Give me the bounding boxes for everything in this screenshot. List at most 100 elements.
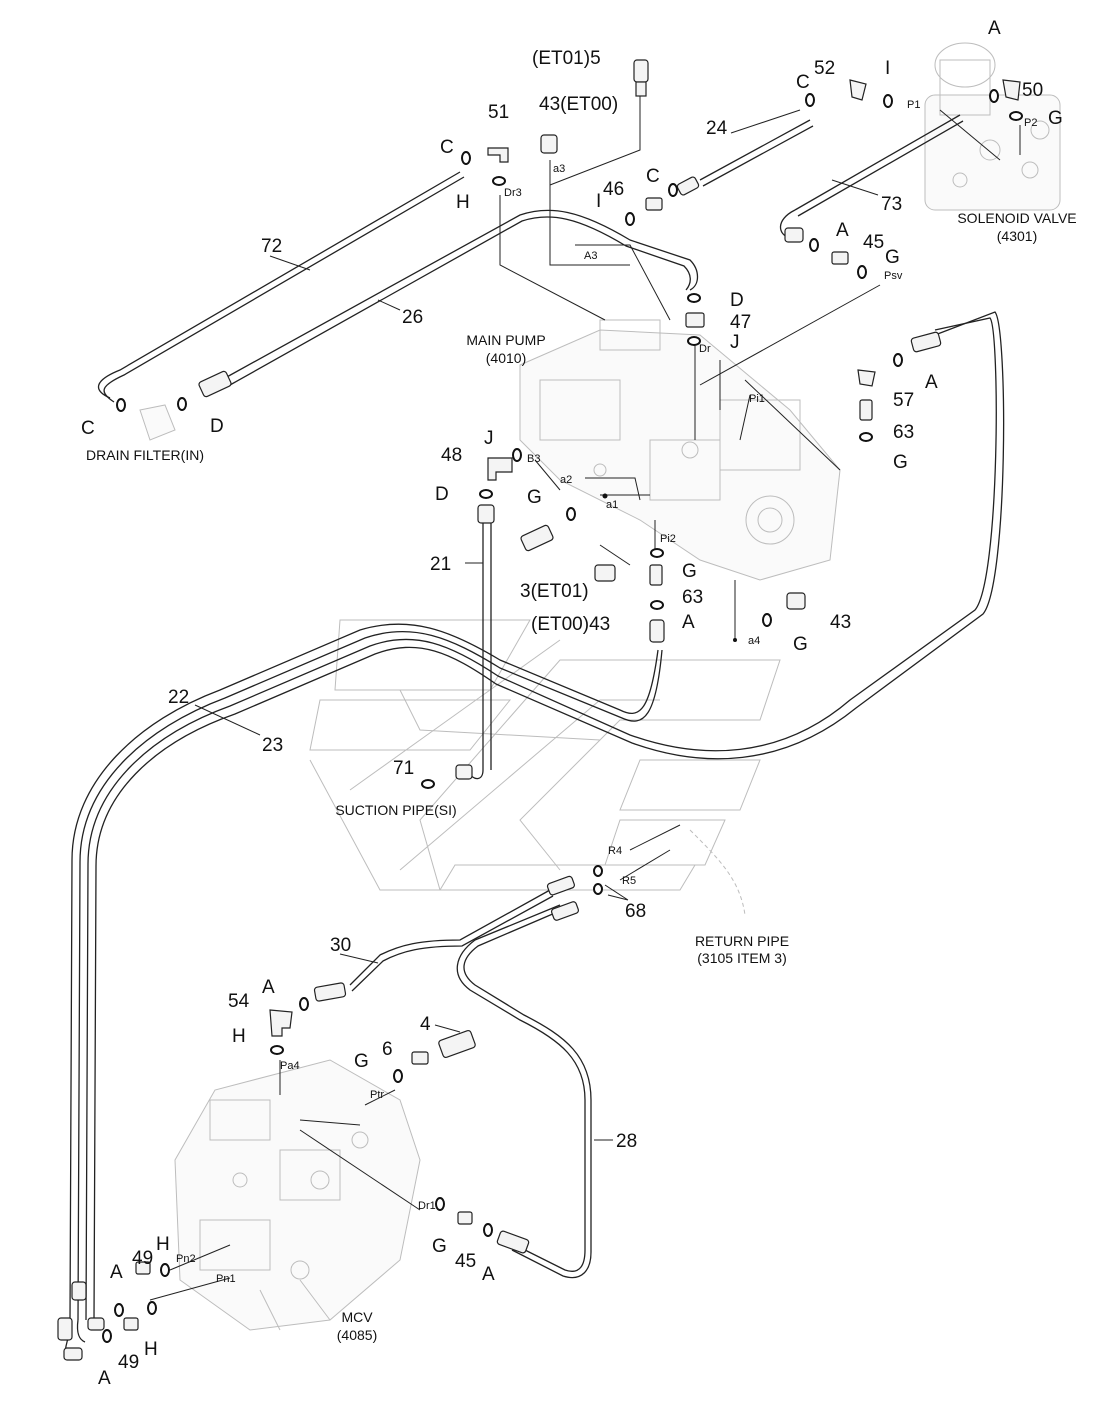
port-pi2: Pi2 [660, 533, 676, 545]
port-a4: a4 [748, 635, 760, 647]
port-pi1: Pi1 [749, 393, 765, 405]
port-pa4: Pa4 [280, 1060, 300, 1072]
leader-lines [149, 95, 1021, 1301]
callout-leaders [194, 109, 879, 1141]
port-a1: a1 [606, 499, 618, 511]
letter-a-4: A [682, 612, 695, 633]
letter-i-1: I [885, 58, 890, 79]
callout-63-mid: 63 [682, 587, 703, 608]
letter-a-6: A [482, 1264, 495, 1285]
oring-g-63 [859, 432, 873, 442]
letter-c-3: C [646, 166, 660, 187]
callout-72: 72 [261, 236, 282, 257]
letter-h-1: H [456, 192, 470, 213]
drain-filter-label: DRAIN FILTER(IN) [86, 447, 204, 463]
port-A3: A3 [584, 250, 597, 262]
oring-r4 [593, 865, 603, 877]
letter-g-5: G [682, 561, 697, 582]
callout-26: 26 [402, 307, 423, 328]
letter-a-5: A [262, 977, 275, 998]
callout-et01-5: (ET01)5 [532, 48, 601, 69]
hoses [64, 114, 1005, 1356]
mcv-code: (4085) [337, 1327, 377, 1343]
oring-h-pn1 [147, 1301, 157, 1315]
callout-3-et01: 3(ET01) [520, 581, 589, 602]
oring-c-24 [668, 183, 678, 197]
callout-47: 47 [730, 312, 751, 333]
solenoid-valve-body [924, 42, 1061, 211]
o-rings [102, 89, 1023, 1343]
oring-h-pn2 [160, 1263, 170, 1277]
port-dr: Dr [699, 343, 711, 355]
oring-dr1 [435, 1197, 445, 1211]
callout-52: 52 [814, 58, 835, 79]
frame-structure [309, 619, 781, 916]
oring-a-49 [114, 1303, 124, 1317]
callout-43-et00: 43(ET00) [539, 94, 618, 115]
solenoid-valve-code: (4301) [997, 228, 1037, 244]
callout-49-bottom: 49 [118, 1352, 139, 1373]
oring-71 [421, 779, 435, 789]
callout-46: 46 [603, 179, 624, 200]
letter-a-3: A [925, 372, 938, 393]
oring-a-73 [809, 238, 819, 252]
fittings [57, 59, 1021, 1361]
part-callouts: (ET01)5 43(ET00) 51 52 50 24 46 45 73 72… [81, 18, 1063, 1389]
drain-filter-body [139, 404, 176, 441]
suction-pipe-label: SUCTION PIPE(SI) [335, 802, 456, 818]
callout-et00-43: (ET00)43 [531, 614, 610, 635]
oring-c-52 [805, 93, 815, 107]
letter-g-2: G [885, 247, 900, 268]
oring-j-b3 [512, 448, 522, 462]
port-a3-lower: a3 [553, 163, 565, 175]
letter-i-2: I [596, 191, 601, 212]
letter-g-8: G [432, 1236, 447, 1257]
port-pn2: Pn2 [176, 1253, 196, 1265]
port-a2: a2 [560, 474, 572, 486]
oring-r5 [593, 883, 603, 895]
callout-28: 28 [616, 1131, 637, 1152]
oring-a-50 [989, 89, 999, 103]
callout-4: 4 [420, 1014, 431, 1035]
callout-54: 54 [228, 991, 250, 1012]
oring-g-ptr [393, 1069, 403, 1083]
main-pump-code: (4010) [486, 350, 526, 366]
oring-d-drain [177, 397, 187, 411]
letter-a-1: A [988, 18, 1001, 39]
oring-a-30 [299, 997, 309, 1011]
letter-g-4: G [527, 487, 542, 508]
callout-51: 51 [488, 102, 509, 123]
callout-23: 23 [262, 735, 283, 756]
letter-h-3: H [156, 1234, 170, 1255]
letter-c-4: C [81, 418, 95, 439]
letter-d-2: D [210, 416, 224, 437]
callout-21: 21 [430, 554, 451, 575]
letter-j-2: J [484, 428, 494, 449]
letter-h-4: H [144, 1339, 158, 1360]
port-pn1: Pn1 [216, 1273, 236, 1285]
callout-45-lower: 45 [455, 1251, 476, 1272]
letter-a-7: A [110, 1262, 123, 1283]
letter-j-1: J [730, 332, 740, 353]
callout-68: 68 [625, 901, 646, 922]
oring-i-46 [625, 212, 635, 226]
oring-h-pa4 [270, 1045, 284, 1055]
port-p2: P2 [1024, 117, 1037, 129]
letter-c-1: C [440, 137, 454, 158]
callout-57: 57 [893, 390, 914, 411]
callout-50: 50 [1022, 80, 1043, 101]
callout-24: 24 [706, 118, 728, 139]
oring-c-drain [116, 398, 126, 412]
oring-g-pi2 [650, 548, 664, 558]
callout-49-top: 49 [132, 1248, 153, 1269]
main-pump-label: MAIN PUMP [466, 332, 545, 348]
callout-22: 22 [168, 687, 189, 708]
callout-73: 73 [881, 194, 902, 215]
oring-d-47 [687, 293, 701, 303]
letter-d-1: D [730, 290, 744, 311]
port-labels: P1 P2 a3 A3 Dr3 Psv Dr Pi1 B3 a2 a1 Pi2 … [176, 99, 1037, 1285]
callout-71: 71 [393, 758, 414, 779]
letter-a-8: A [98, 1368, 111, 1389]
callout-30: 30 [330, 935, 351, 956]
oring-i-p1 [883, 94, 893, 108]
